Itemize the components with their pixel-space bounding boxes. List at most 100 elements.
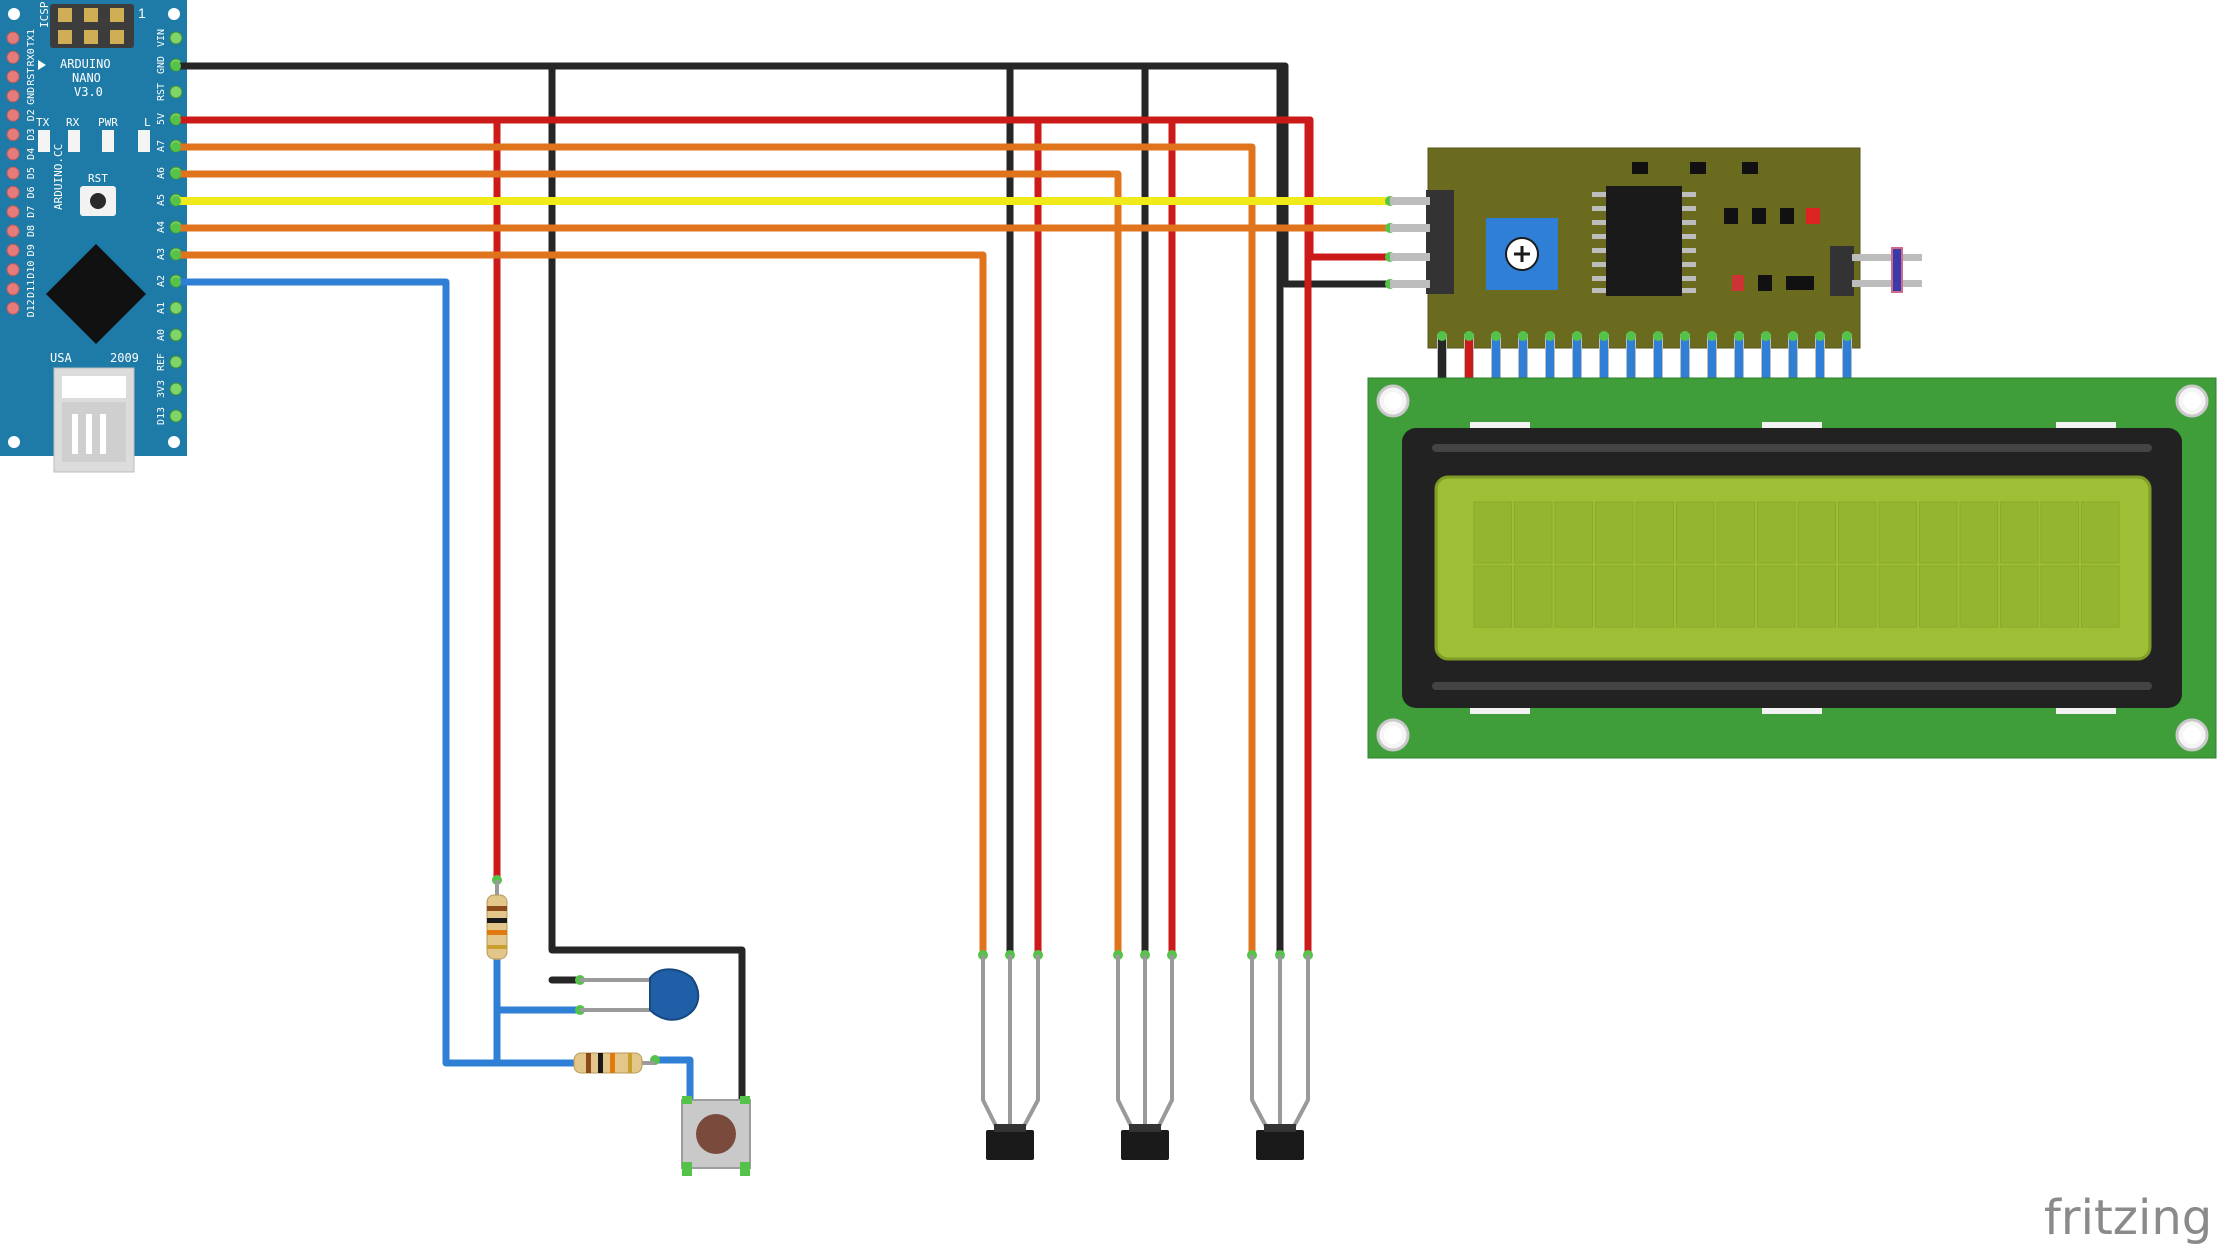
arduino-cc-label: ARDUINO.CC: [52, 144, 65, 210]
pin-pad[interactable]: [169, 409, 183, 423]
io-expander-chip: [1592, 186, 1696, 296]
lcd-char-cell: [1473, 501, 1512, 564]
arduino-nano-board[interactable]: ICSP 1 ARDUINO NANO V3.0 TX RX PWR L ARD…: [0, 0, 187, 473]
lcd-char-cell: [1919, 501, 1958, 564]
pin-pad[interactable]: [6, 224, 20, 238]
lcd-char-cell: [1797, 565, 1836, 628]
lcd-char-cell: [1595, 565, 1634, 628]
pin-pad[interactable]: [6, 185, 20, 199]
pin-label: D8: [26, 225, 37, 237]
pin-pad[interactable]: [6, 147, 20, 161]
pin-node: [1815, 331, 1825, 341]
pin-pad[interactable]: [6, 263, 20, 277]
pin-pad[interactable]: [6, 89, 20, 103]
pin-node: [1545, 331, 1555, 341]
lcd-16x2-display[interactable]: [1367, 377, 2217, 759]
lcd-char-cell: [1959, 501, 1998, 564]
pin-wire: [1438, 336, 1446, 394]
pin-label: D13: [156, 407, 167, 425]
wire-a6-sensor-2[interactable]: [172, 170, 1122, 959]
pin-wire: [1573, 336, 1581, 394]
pin-node: [1707, 331, 1717, 341]
pin-node: [1653, 331, 1663, 341]
pin-wire: [1600, 336, 1608, 394]
wire-a2-button[interactable]: [172, 278, 584, 1067]
pin-pad[interactable]: [6, 301, 20, 315]
lcd-char-cell: [1676, 501, 1715, 564]
lcd-mount-holes: [1376, 384, 2209, 752]
usb-connector[interactable]: [53, 367, 135, 473]
temperature-sensor[interactable]: [981, 955, 1040, 1160]
lcd-char-cell: [1878, 501, 1917, 564]
pin-label: D11: [26, 280, 37, 298]
temperature-sensor[interactable]: [1250, 955, 1310, 1160]
wire-a7-sensor-3[interactable]: [172, 143, 1256, 959]
pin-wire: [1519, 336, 1527, 394]
pullup-resistor[interactable]: [486, 880, 508, 960]
pin-label: GND: [26, 87, 37, 105]
board-label-3: V3.0: [74, 85, 103, 99]
pin-pad[interactable]: [6, 108, 20, 122]
pin-pad[interactable]: [169, 301, 183, 315]
pin-node: [1491, 331, 1501, 341]
lcd-char-cell: [1595, 501, 1634, 564]
wire-blue-to-button[interactable]: [651, 1056, 694, 1109]
pin-pad[interactable]: [6, 31, 20, 45]
wire-gnd-to-button[interactable]: [548, 62, 746, 1109]
wire-a3-sensor-1[interactable]: [172, 251, 987, 959]
pin-pad[interactable]: [169, 85, 183, 99]
wire-gnd-to-i2c[interactable]: [1281, 62, 1394, 288]
lcd-char-cell: [1757, 565, 1796, 628]
pin-pad[interactable]: [169, 382, 183, 396]
pin-label: 5V: [156, 113, 167, 125]
pin-node: [1599, 331, 1609, 341]
microcontroller-chip: [46, 244, 146, 344]
ceramic-capacitor[interactable]: [580, 968, 700, 1021]
pin-pad[interactable]: [6, 70, 20, 84]
lcd-char-cell: [1959, 565, 1998, 628]
series-resistor[interactable]: [573, 1052, 655, 1074]
pin-label: D5: [26, 167, 37, 179]
lcd-interface-pins: [1437, 331, 1852, 396]
pin-pad[interactable]: [6, 50, 20, 64]
contrast-potentiometer[interactable]: [1486, 218, 1558, 290]
i2c-backpack-module[interactable]: [1390, 147, 1922, 396]
pin-label: A2: [156, 275, 167, 287]
push-button[interactable]: [681, 1096, 751, 1176]
pin-label: D6: [26, 186, 37, 198]
pin1-arrow-icon: [38, 60, 46, 70]
lcd-char-cell: [1514, 565, 1553, 628]
year-label: 2009: [110, 351, 139, 365]
backlight-jumper[interactable]: [1830, 246, 1922, 296]
lcd-char-cell: [2040, 501, 2079, 564]
pin-label: RST: [26, 68, 37, 86]
lcd-char-cell: [1838, 565, 1877, 628]
i2c-header: [1390, 190, 1454, 294]
pin-pad[interactable]: [6, 243, 20, 257]
led-label-rx: RX: [66, 116, 80, 129]
pin-node: [1761, 331, 1771, 341]
pin-pad[interactable]: [6, 128, 20, 141]
pin-pad[interactable]: [6, 282, 20, 296]
wire-endpoints: [171, 61, 1395, 1068]
reset-button[interactable]: [80, 186, 116, 216]
lcd-char-cell: [1473, 565, 1512, 628]
pin-pad[interactable]: [169, 31, 183, 45]
pin-pad[interactable]: [169, 355, 183, 369]
pin-pad[interactable]: [6, 205, 20, 219]
usa-label: USA: [50, 351, 72, 365]
lcd-char-cell: [1716, 501, 1755, 564]
pin-pad[interactable]: [169, 328, 183, 342]
pin-wire: [1816, 336, 1824, 394]
lcd-char-cell: [1716, 565, 1755, 628]
wire-vcc-to-i2c[interactable]: [1306, 116, 1394, 261]
pin-label: RST: [156, 83, 167, 101]
pin-node: [1734, 331, 1744, 341]
temperature-sensor[interactable]: [1116, 955, 1174, 1160]
pin-wire: [1789, 336, 1797, 394]
lcd-char-cell: [1635, 565, 1674, 628]
pin-pad[interactable]: [6, 166, 20, 180]
fritzing-logo: fritzing: [2044, 1190, 2212, 1246]
